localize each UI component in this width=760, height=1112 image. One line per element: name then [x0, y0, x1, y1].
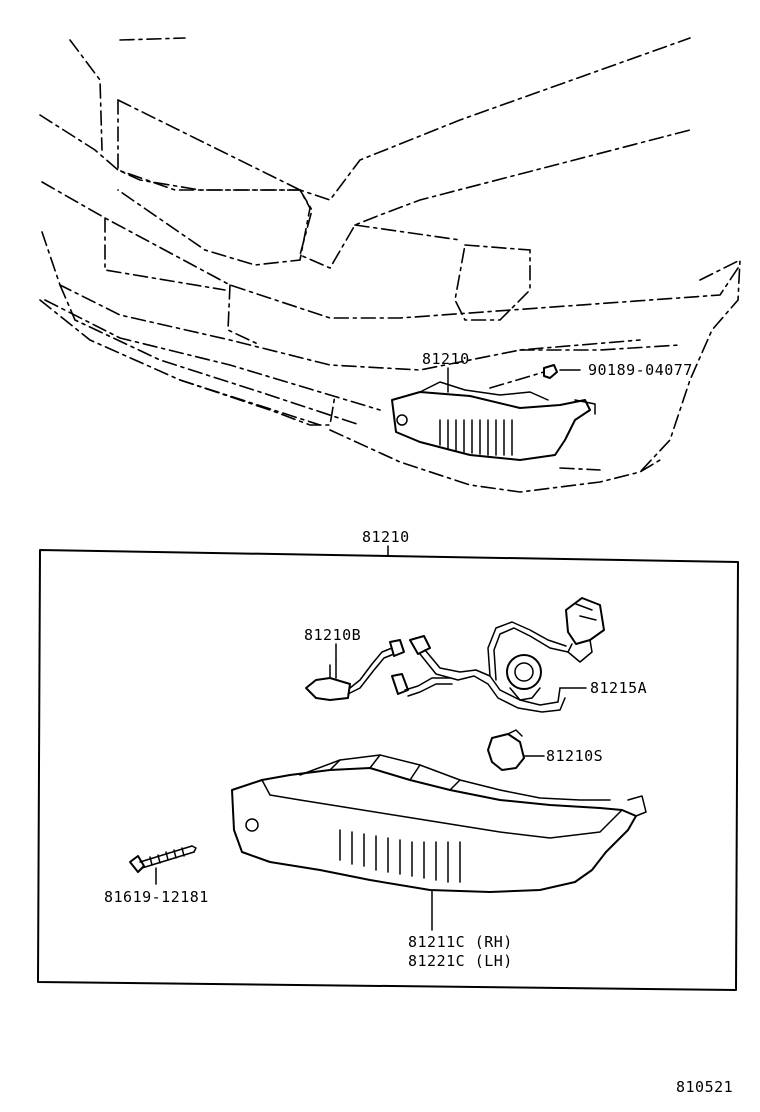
- box-title: 81210: [362, 528, 410, 546]
- wire-harness: [404, 597, 605, 713]
- clip-part: [543, 364, 558, 379]
- vehicle-front-outline: [39, 37, 741, 493]
- installed-lamp-drawing: [391, 381, 596, 461]
- diagram-code: 810521: [676, 1078, 733, 1096]
- label-81215A: 81215A: [590, 679, 647, 697]
- socket-sub-harness: [305, 639, 409, 701]
- bulb: [487, 729, 525, 771]
- callout-clip: 90189-04077: [588, 361, 693, 379]
- callout-assembly: 81210: [422, 350, 470, 368]
- label-81221C: 81221C (LH): [408, 952, 513, 970]
- label-81210B: 81210B: [304, 626, 361, 644]
- lens-housing: [231, 754, 647, 893]
- label-81211C: 81211C (RH): [408, 933, 513, 951]
- exploded-view-box: [37, 549, 739, 991]
- label-81210S: 81210S: [546, 747, 603, 765]
- leader-clip-dashed: [489, 371, 545, 389]
- screw: [129, 845, 197, 873]
- label-81619-12181: 81619-12181: [104, 888, 209, 906]
